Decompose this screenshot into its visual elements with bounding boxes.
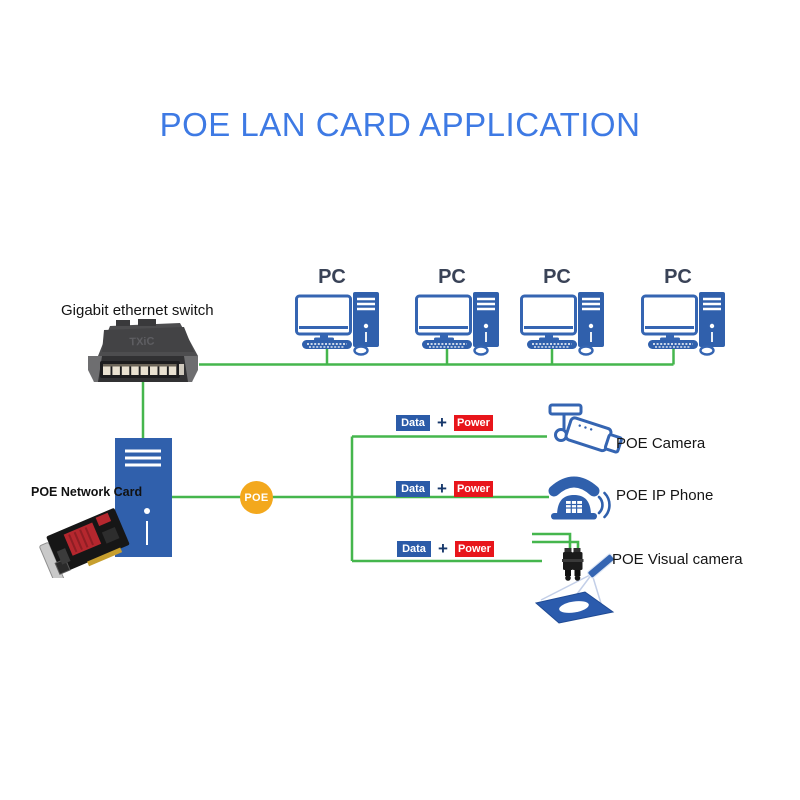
data-power-row-1: Data + Power: [396, 413, 493, 432]
cctv-camera-icon: [548, 403, 623, 454]
desktop-pc-icon: [641, 292, 725, 356]
data-chip: Data: [396, 481, 430, 497]
poe-camera-label: POE Camera: [616, 435, 706, 452]
pc-label: PC: [664, 266, 692, 288]
power-chip: Power: [453, 481, 493, 497]
visual-camera-icon: [532, 532, 615, 624]
power-chip: Power: [453, 415, 493, 431]
desktop-pc-icon: [520, 292, 604, 356]
switch-brand-text: TXiC: [129, 336, 155, 349]
gigabit-switch-label: Gigabit ethernet switch: [61, 302, 214, 319]
pc-label: PC: [543, 266, 571, 288]
poe-network-card-label: POE Network Card: [31, 485, 143, 499]
pc-workstation-2: PC: [415, 266, 503, 358]
pc-workstation-1: PC: [295, 266, 383, 358]
mirror: [587, 553, 615, 579]
data-chip: Data: [396, 415, 430, 431]
desktop-pc-icon: [415, 292, 499, 356]
desktop-pc-icon: [295, 292, 379, 356]
data-chip: Data: [397, 541, 431, 557]
poe-network-card-icon: [39, 508, 130, 578]
poe-badge: POE: [240, 481, 273, 514]
uplink-port: [179, 364, 184, 375]
pc-label: PC: [438, 266, 466, 288]
camera-pair: [562, 548, 584, 581]
ethernet-switch-icon: TXiC: [88, 319, 198, 382]
pc-workstation-4: PC: [641, 266, 729, 358]
power-chip: Power: [454, 541, 494, 557]
pc-label: PC: [318, 266, 346, 288]
plus-sign: +: [438, 539, 448, 558]
plus-sign: +: [437, 413, 447, 432]
data-power-row-2: Data + Power: [396, 479, 493, 498]
pc-workstation-3: PC: [520, 266, 608, 358]
data-power-row-3: Data + Power: [397, 539, 494, 558]
poe-visual-camera-label: POE Visual camera: [612, 551, 743, 568]
page-title: POE LAN CARD APPLICATION: [159, 106, 641, 143]
ip-phone-icon: [548, 476, 611, 520]
plus-sign: +: [437, 479, 447, 498]
poe-ip-phone-label: POE IP Phone: [616, 487, 714, 504]
rj45-ports: [103, 364, 177, 375]
